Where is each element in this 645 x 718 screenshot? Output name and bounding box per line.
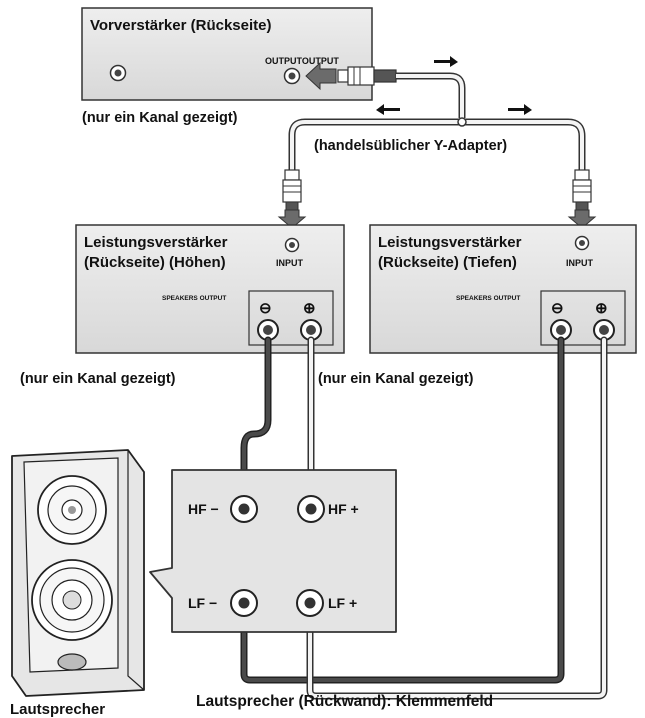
amp-high-plus-icon: ⊕ (303, 300, 316, 317)
rca-plug-low-icon (572, 169, 592, 211)
rca-plug-high-icon (282, 169, 302, 211)
lf-minus-terminal (230, 589, 258, 617)
amp-high-terminal-minus (257, 319, 279, 341)
plug-down-arrow-icon (277, 209, 307, 229)
amp-low-input-label: INPUT (566, 258, 594, 268)
hf-plus-label: HF + (328, 501, 359, 517)
hf-minus-label: HF − (188, 501, 219, 517)
loudspeaker-icon (11, 449, 145, 697)
amp-low-title-2: (Rückseite) (Tiefen) (378, 254, 517, 271)
speaker-cables (240, 336, 608, 700)
signal-arrow-icon (376, 104, 400, 115)
amp-low-title-1: Leistungsverstärker (378, 234, 522, 251)
preamp-jack-left (109, 64, 127, 82)
amp-high-panel: Leistungsverstärker (Rückseite) (Höhen) … (75, 224, 345, 354)
plug-down-arrow-icon (567, 209, 597, 229)
amp-high-terminal-plus (300, 319, 322, 341)
preamp-channel-note: (nur ein Kanal gezeigt) (82, 110, 238, 126)
preamp-panel: Vorverstärker (Rückseite) OUTPUTOUTPUT (81, 7, 373, 101)
amp-high-minus-icon: ⊖ (259, 300, 272, 317)
amp-high-title-1: Leistungsverstärker (84, 234, 228, 251)
amp-high-title-2: (Rückseite) (Höhen) (84, 254, 226, 271)
amp-low-minus-icon: ⊖ (551, 300, 564, 317)
terminal-panel: HF − HF + LF − LF + (149, 469, 397, 633)
preamp-output-jack (283, 67, 301, 85)
lf-plus-label: LF + (328, 595, 357, 611)
amp-low-plus-icon: ⊕ (595, 300, 608, 317)
signal-arrow-icon (434, 56, 458, 67)
amp-low-panel: Leistungsverstärker (Rückseite) (Tiefen)… (369, 224, 637, 354)
amp-low-channel-note: (nur ein Kanal gezeigt) (318, 371, 474, 387)
y-adapter-cable (288, 72, 586, 170)
preamp-title: Vorverstärker (Rückseite) (90, 17, 271, 34)
rca-plug-icon (337, 66, 397, 86)
amp-low-speakers-output-label: SPEAKERS OUTPUT (456, 295, 520, 302)
y-adapter-label: (handelsüblicher Y-Adapter) (314, 138, 507, 154)
hf-plus-terminal (297, 495, 325, 523)
terminal-panel-caption: Lautsprecher (Rückwand): Klemmenfeld (196, 693, 493, 710)
signal-arrow-icon (508, 104, 532, 115)
speaker-caption: Lautsprecher (10, 701, 105, 718)
plug-arrow-icon (305, 61, 337, 91)
amp-high-channel-note: (nur ein Kanal gezeigt) (20, 371, 176, 387)
lf-plus-terminal (296, 589, 324, 617)
amp-low-input-jack (574, 235, 590, 251)
hf-minus-terminal (230, 495, 258, 523)
lf-minus-label: LF − (188, 595, 217, 611)
amp-high-input-label: INPUT (276, 258, 304, 268)
amp-high-input-jack (284, 237, 300, 253)
amp-high-speakers-output-label: SPEAKERS OUTPUT (162, 295, 226, 302)
preamp-output-label: OUTPUTOUTPUT (265, 56, 339, 66)
